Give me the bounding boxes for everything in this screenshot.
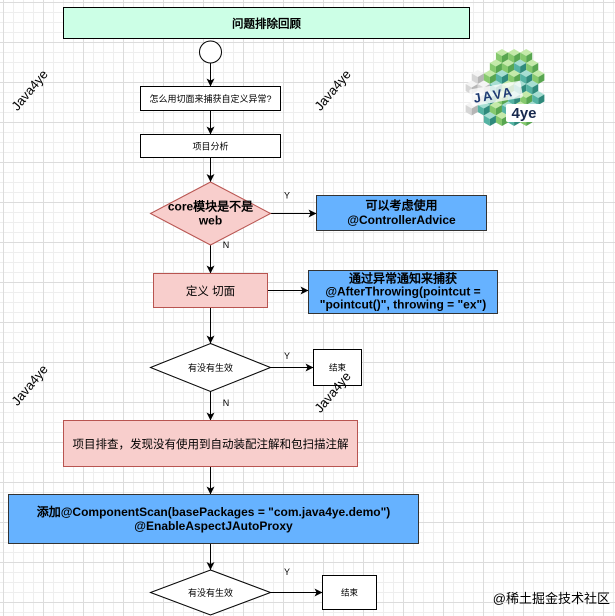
define-aspect-box bbox=[153, 273, 268, 308]
is-web-decision bbox=[149, 181, 272, 246]
logo-java-backdrop bbox=[469, 80, 523, 107]
is-web-text-line-1: core模块是不是 bbox=[168, 199, 254, 214]
watermark-text: Java4ye bbox=[8, 362, 51, 409]
after-throwing-box bbox=[308, 270, 498, 314]
controller-advice-box bbox=[316, 195, 487, 231]
end-2-text: 结束 bbox=[341, 588, 359, 598]
investigate-text: 项目排查，发现没有使用到自动装配注解和包扫描注解 bbox=[73, 437, 349, 451]
java4ye-logo: JAVA 4ye bbox=[465, 49, 545, 126]
logo-4ye-backdrop bbox=[506, 104, 542, 122]
after-throwing-text-line-3: "pointcut()", throwing = "ex") bbox=[320, 298, 486, 312]
edge-label-is-web-yes: Y bbox=[284, 191, 290, 201]
connectors bbox=[206, 63, 323, 597]
analysis-box bbox=[140, 134, 281, 158]
after-throwing-text-line-1: 通过异常通知来捕获 bbox=[349, 271, 457, 286]
check-2-decision bbox=[149, 569, 272, 616]
end-2-box bbox=[322, 575, 377, 610]
define-aspect-text: 定义 切面 bbox=[186, 284, 235, 298]
logo-4ye-text: 4ye bbox=[511, 105, 536, 122]
end-1-box bbox=[313, 349, 362, 386]
footer-credit: @稀土掘金技术社区 bbox=[493, 591, 610, 606]
question-text: 怎么用切面来捕获自定义异常? bbox=[149, 93, 271, 104]
edge-label-check-1-yes: Y bbox=[284, 351, 290, 361]
start-node bbox=[199, 40, 222, 64]
add-annotations-text-line-1: 添加@ComponentScan(basePackages = "com.jav… bbox=[37, 504, 391, 519]
check-1-decision bbox=[149, 342, 272, 393]
question-box bbox=[140, 86, 281, 111]
check-1-text: 有没有生效 bbox=[188, 362, 233, 373]
controller-advice-text-line-1: 可以考虑使用 bbox=[365, 198, 437, 213]
is-web-text-line-2: web bbox=[198, 214, 222, 228]
analysis-text: 项目分析 bbox=[192, 141, 228, 152]
check-2-text: 有没有生效 bbox=[188, 587, 233, 598]
controller-advice-text-line-2: @ControllerAdvice bbox=[347, 213, 456, 227]
add-annotations-box bbox=[8, 494, 419, 544]
add-annotations-text-line-2: @EnableAspectJAutoProxy bbox=[134, 519, 293, 533]
watermark-text: Java4ye bbox=[8, 67, 51, 114]
title-box bbox=[63, 7, 470, 39]
edge-label-check-1-no: N bbox=[223, 398, 230, 408]
investigate-box bbox=[63, 420, 358, 467]
logo-java-text: JAVA bbox=[472, 84, 515, 106]
after-throwing-text-line-2: @AfterThrowing(pointcut = bbox=[325, 285, 480, 299]
title-text: 问题排除回顾 bbox=[232, 17, 301, 31]
edge-label-check-2-yes: Y bbox=[284, 567, 290, 577]
watermark-text: Java4ye bbox=[311, 67, 354, 114]
edge-label-is-web-no: N bbox=[223, 240, 230, 250]
end-1-text: 结束 bbox=[329, 363, 347, 373]
